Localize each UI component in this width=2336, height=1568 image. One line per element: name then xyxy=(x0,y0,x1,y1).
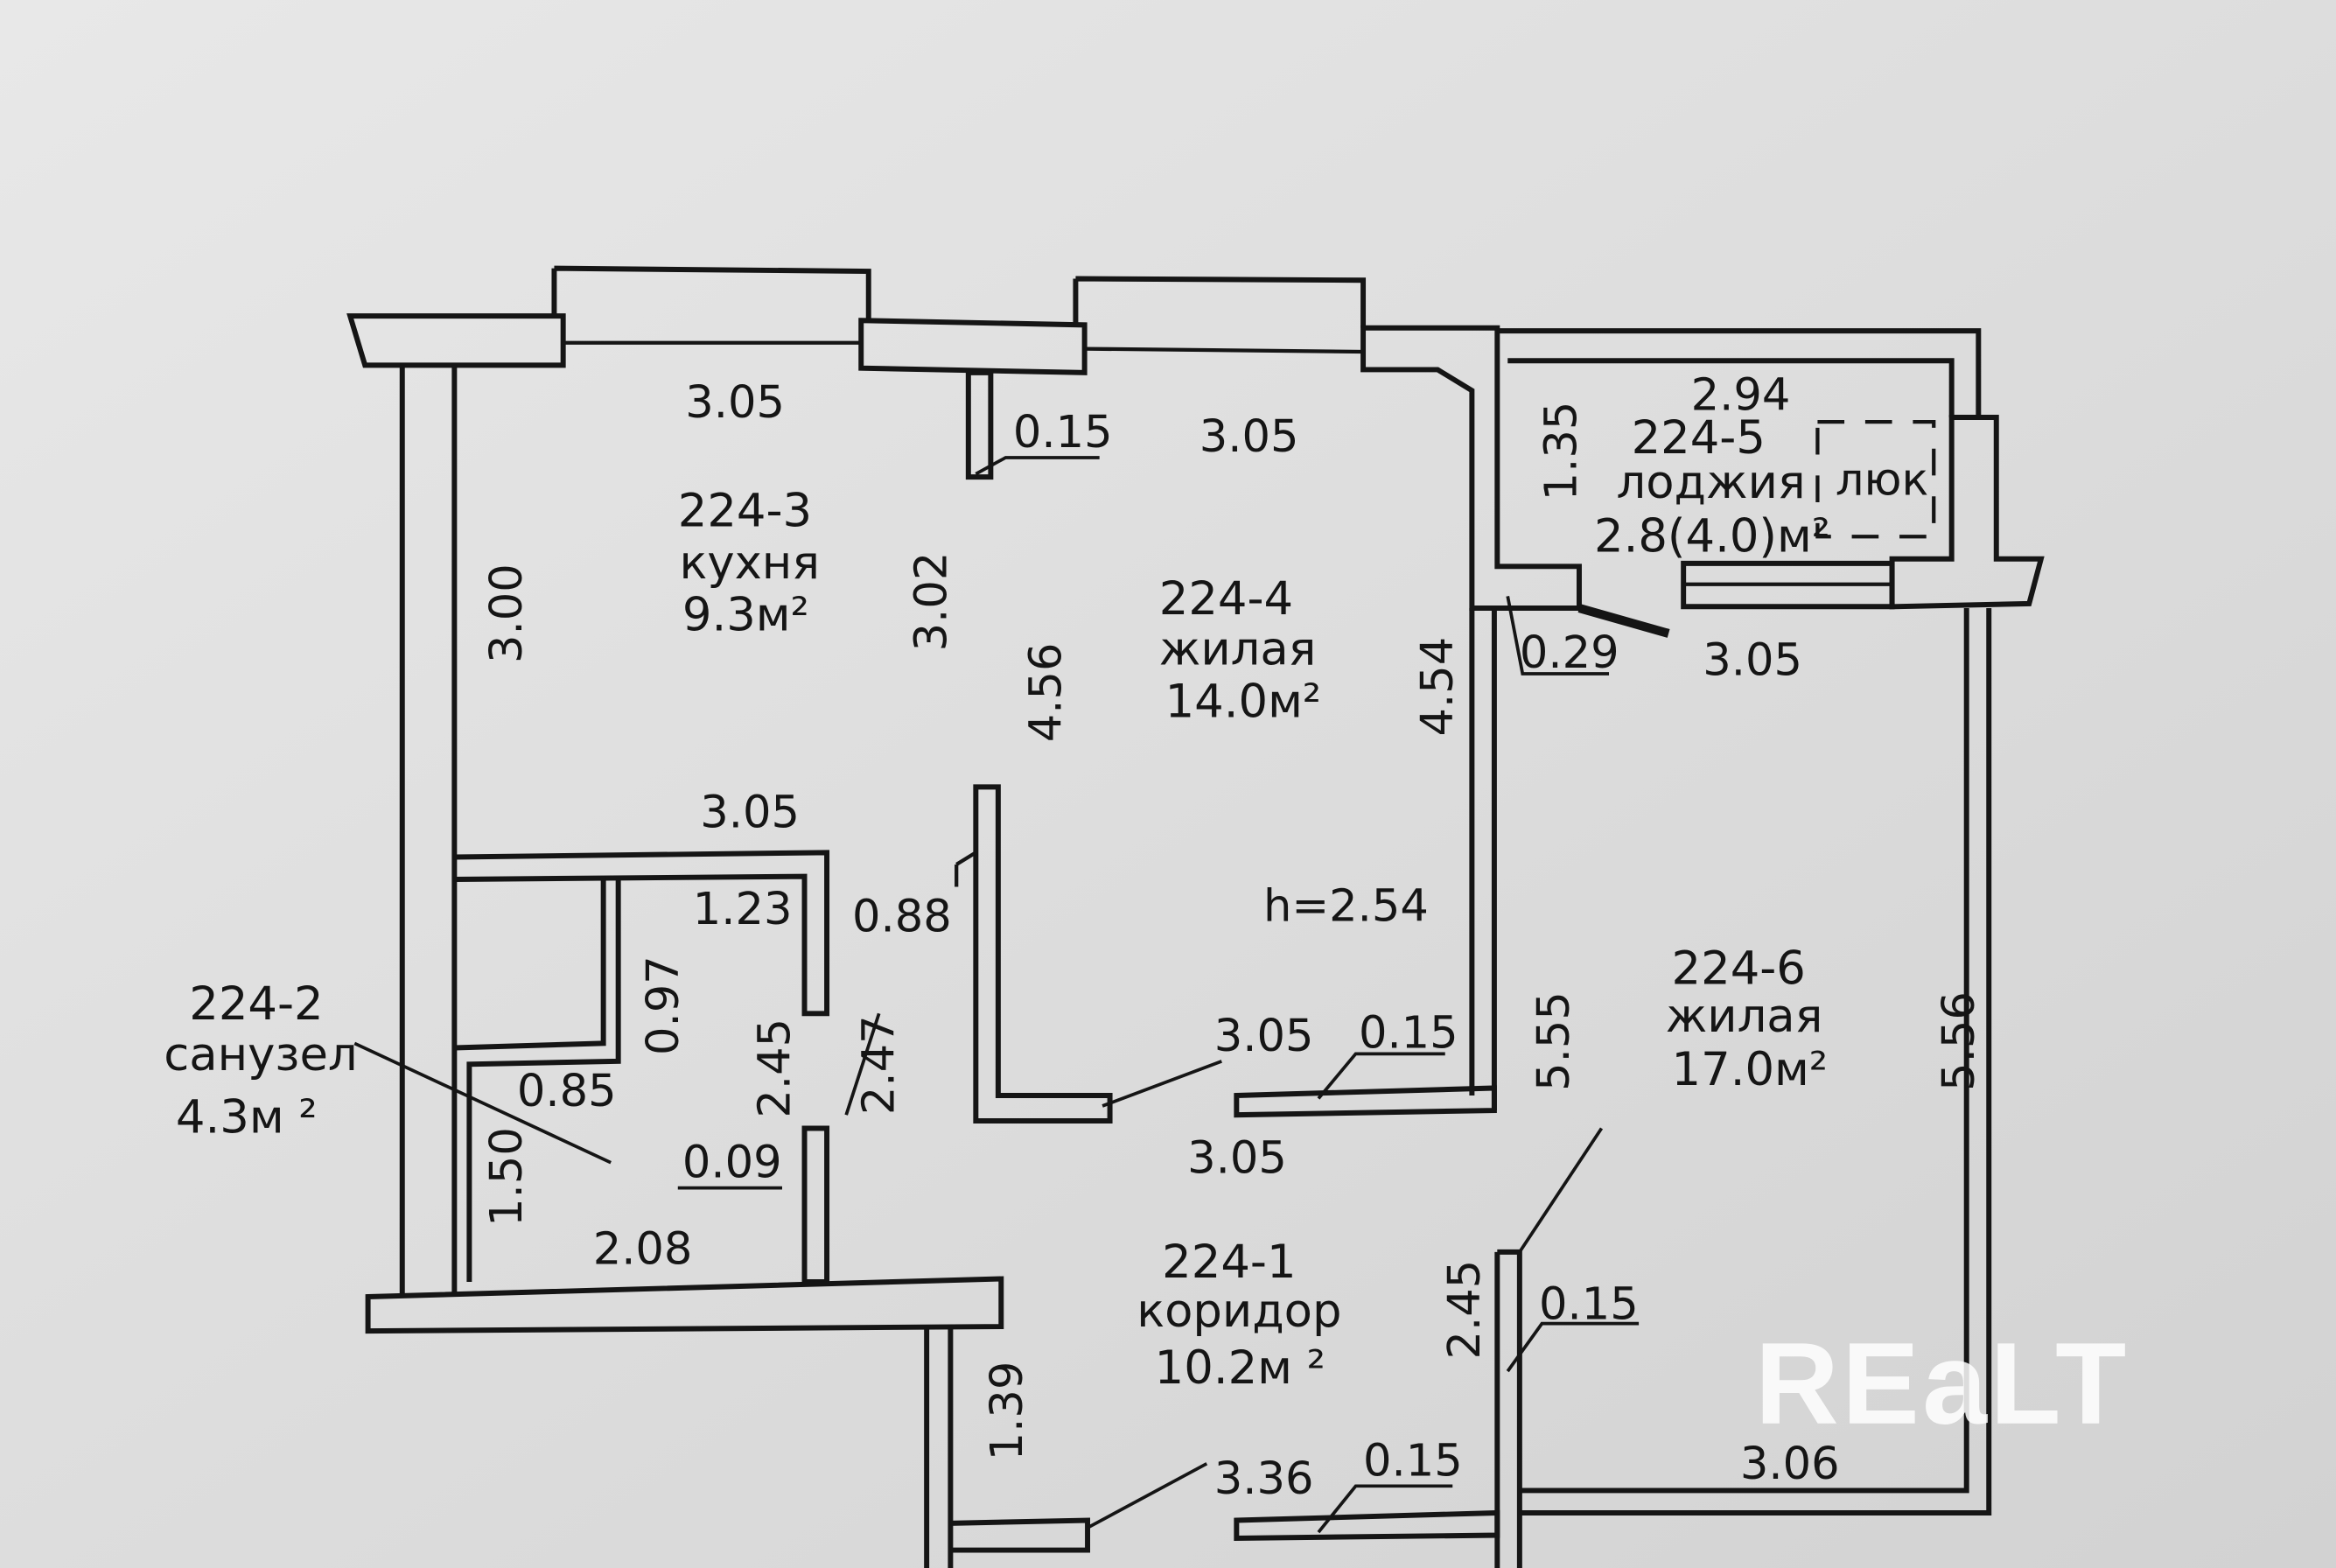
dimension: 5.56 xyxy=(1934,991,1985,1091)
dimension: 1.23 xyxy=(693,884,793,935)
dimension: 3.05 xyxy=(1703,635,1802,687)
dimension: 3.05 xyxy=(700,787,800,838)
leader-lines xyxy=(353,456,1640,1534)
room-labels: 224-3 кухня 9.3м² 224-4 жилая 14.0м² 224… xyxy=(164,411,1928,1395)
dimension: 4.56 xyxy=(1020,643,1072,743)
room-area-loggia: 2.8(4.0)м² xyxy=(1594,509,1830,563)
dimension: 0.15 xyxy=(1363,1435,1463,1487)
room-area-kitchen: 9.3м² xyxy=(682,589,809,642)
realt-watermark: REaLT xyxy=(1755,1320,2130,1449)
room-name-living-6: жилая xyxy=(1666,990,1823,1043)
room-name-bathroom: санузел xyxy=(164,1028,357,1082)
dimension: 0.09 xyxy=(682,1138,782,1189)
dimension: 2.45 xyxy=(1439,1260,1491,1360)
dimension: 0.15 xyxy=(1013,407,1113,458)
dimension: 1.35 xyxy=(1536,402,1588,501)
dimension: 2.94 xyxy=(1691,369,1791,421)
room-name-corridor: коридор xyxy=(1137,1284,1341,1338)
dimension: 1.39 xyxy=(982,1362,1033,1461)
dimension: 3.02 xyxy=(906,552,957,652)
dimension: 3.06 xyxy=(1740,1438,1840,1490)
room-name-loggia: лоджия xyxy=(1617,456,1806,509)
dimension: 0.29 xyxy=(1520,627,1619,679)
room-name-living-4: жилая xyxy=(1159,623,1317,676)
room-area-living-6: 17.0м² xyxy=(1672,1043,1828,1096)
dimension: 3.05 xyxy=(1199,411,1299,463)
room-area-bathroom: 4.3м ² xyxy=(176,1091,318,1144)
ceiling-height: h=2.54 xyxy=(1263,881,1429,933)
dimension: 2.45 xyxy=(749,1018,801,1118)
dimension: 2.08 xyxy=(593,1223,693,1275)
dimension: 3.36 xyxy=(1214,1453,1314,1505)
dimension: 0.85 xyxy=(517,1066,617,1117)
dimension: 3.05 xyxy=(685,377,785,429)
room-number-living-4: 224-4 xyxy=(1159,572,1293,626)
dimension: 0.88 xyxy=(852,892,952,943)
room-area-corridor: 10.2м ² xyxy=(1155,1341,1325,1395)
dimension: 5.55 xyxy=(1528,991,1580,1091)
room-number-loggia: 224-5 xyxy=(1632,411,1766,465)
dimension: 0.15 xyxy=(1539,1279,1639,1331)
dimension: 0.15 xyxy=(1359,1007,1458,1059)
room-area-living-4: 14.0м² xyxy=(1165,675,1321,728)
dimension: 3.05 xyxy=(1214,1011,1314,1062)
walls xyxy=(346,265,2045,1568)
hatch-label: люк xyxy=(1836,455,1928,507)
room-number-living-6: 224-6 xyxy=(1672,942,1806,995)
room-number-kitchen: 224-3 xyxy=(678,484,812,537)
dimension: 4.54 xyxy=(1412,637,1464,737)
dimension-labels: 3.05 0.15 3.05 2.94 1.35 3.00 3.02 4.56 … xyxy=(481,369,1985,1504)
dimension: 1.50 xyxy=(481,1127,533,1227)
dimension: 2.47 xyxy=(854,1015,906,1115)
dimension: 3.00 xyxy=(481,564,533,663)
room-number-bathroom: 224-2 xyxy=(189,977,323,1031)
room-number-corridor: 224-1 xyxy=(1162,1236,1296,1289)
dimension: 3.05 xyxy=(1187,1133,1287,1185)
dimension: 0.97 xyxy=(638,956,689,1055)
room-name-kitchen: кухня xyxy=(679,536,820,590)
